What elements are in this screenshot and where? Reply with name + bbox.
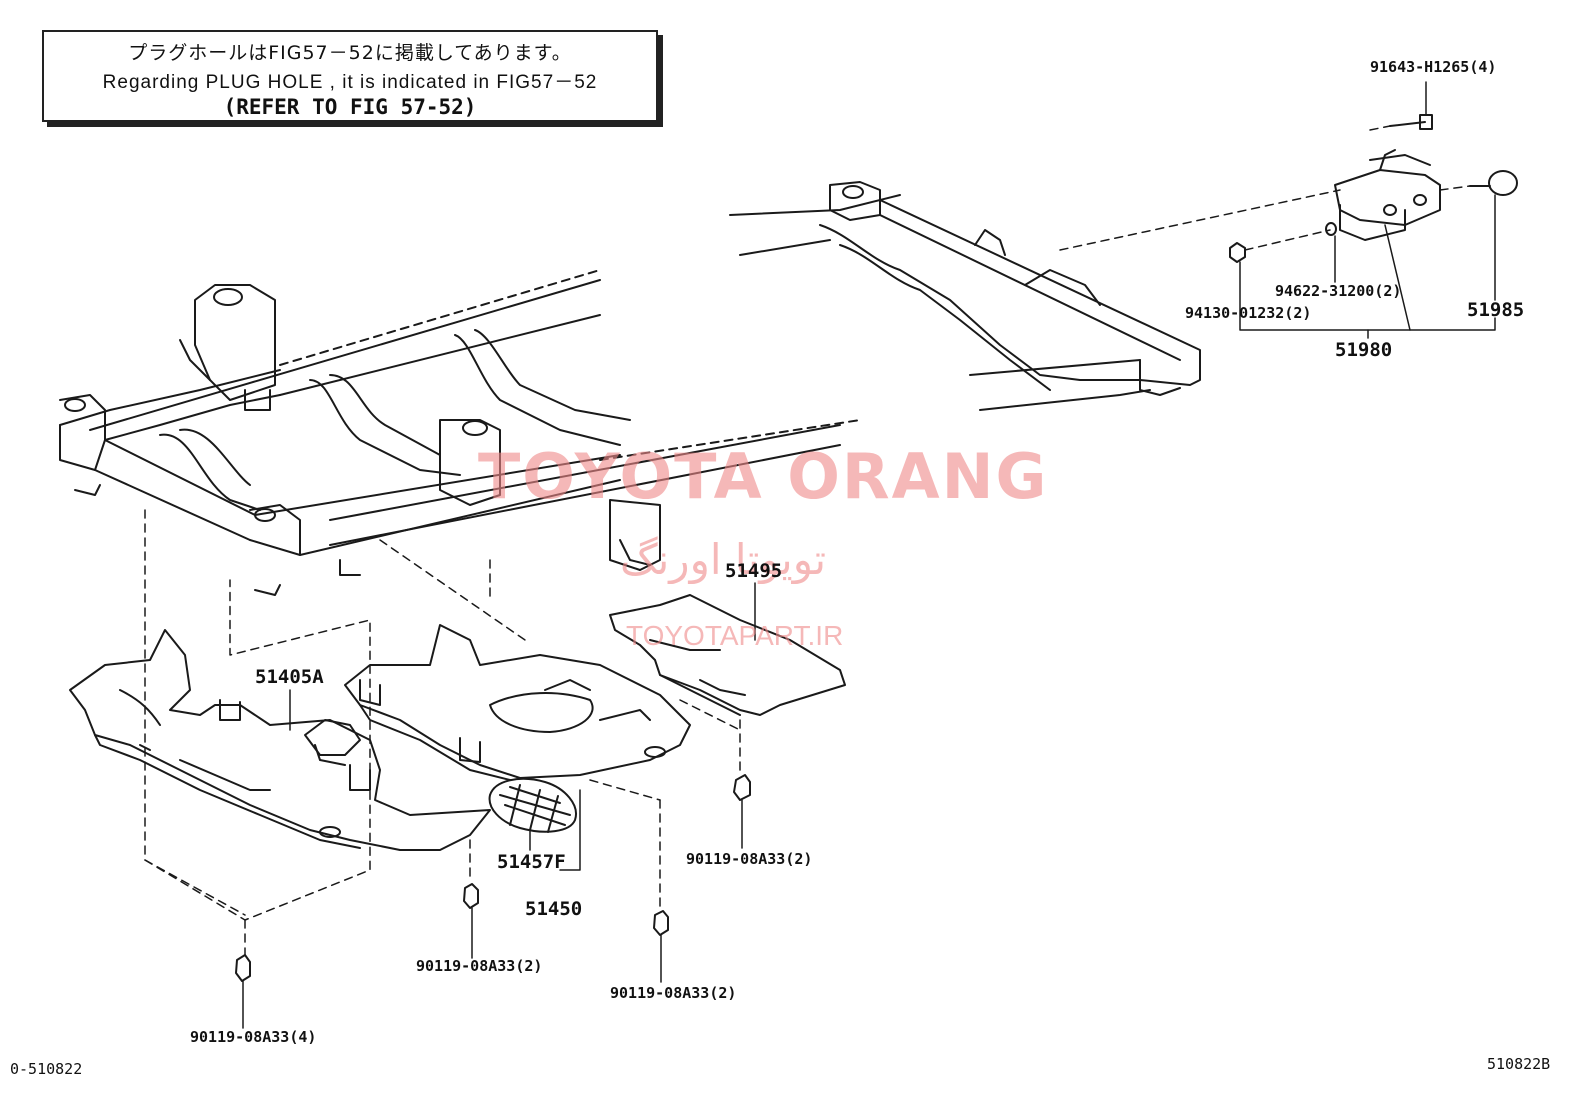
- label-bolt-mid: 90119-08A33(2): [416, 957, 543, 975]
- frame-assembly: [59, 269, 861, 596]
- cover-51495: [609, 594, 846, 716]
- figure-code-left: 0-510822: [10, 1060, 83, 1078]
- under-cover-51405a: [69, 629, 491, 851]
- label-bolt-low: 90119-08A33(2): [610, 984, 737, 1002]
- watermark-site: TOYOTAPART.IR: [626, 620, 844, 651]
- label-51980: 51980: [1335, 339, 1393, 361]
- assembly-lines: [144, 125, 1471, 956]
- label-51495: 51495: [725, 560, 783, 582]
- rear-frame-assembly: [729, 181, 1201, 411]
- label-bolt-right: 90119-08A33(2): [686, 850, 813, 868]
- label-51450: 51450: [525, 898, 583, 920]
- notice-refer: (REFER TO FIG 57-52): [223, 95, 477, 119]
- refer-notice-box: プラグホールはFIG57－52に掲載してあります。 Regarding PLUG…: [42, 30, 658, 122]
- tow-hook-bracket: [1229, 114, 1518, 263]
- label-94130: 94130-01232(2): [1185, 304, 1312, 322]
- bolts: [235, 774, 751, 982]
- label-bolt-left: 90119-08A33(4): [190, 1028, 317, 1046]
- under-cover-51450: [344, 624, 691, 781]
- label-51405a: 51405A: [255, 666, 324, 688]
- label-91643: 91643-H1265(4): [1370, 58, 1497, 76]
- figure-code-right: 510822B: [1487, 1055, 1551, 1073]
- watermark-persian: تویوتا اورنگ: [620, 535, 827, 584]
- label-51985: 51985: [1467, 299, 1525, 321]
- notice-english: Regarding PLUG HOLE , it is indicated in…: [102, 72, 598, 93]
- watermark-brand: TOYOTA ORANG: [478, 440, 1049, 513]
- grille-51457f: [488, 777, 577, 833]
- label-51457f: 51457F: [497, 851, 566, 873]
- notice-japanese: プラグホールはFIG57－52に掲載してあります。: [128, 42, 572, 64]
- label-94622: 94622-31200(2): [1275, 282, 1402, 300]
- leader-lines: [242, 81, 1496, 1029]
